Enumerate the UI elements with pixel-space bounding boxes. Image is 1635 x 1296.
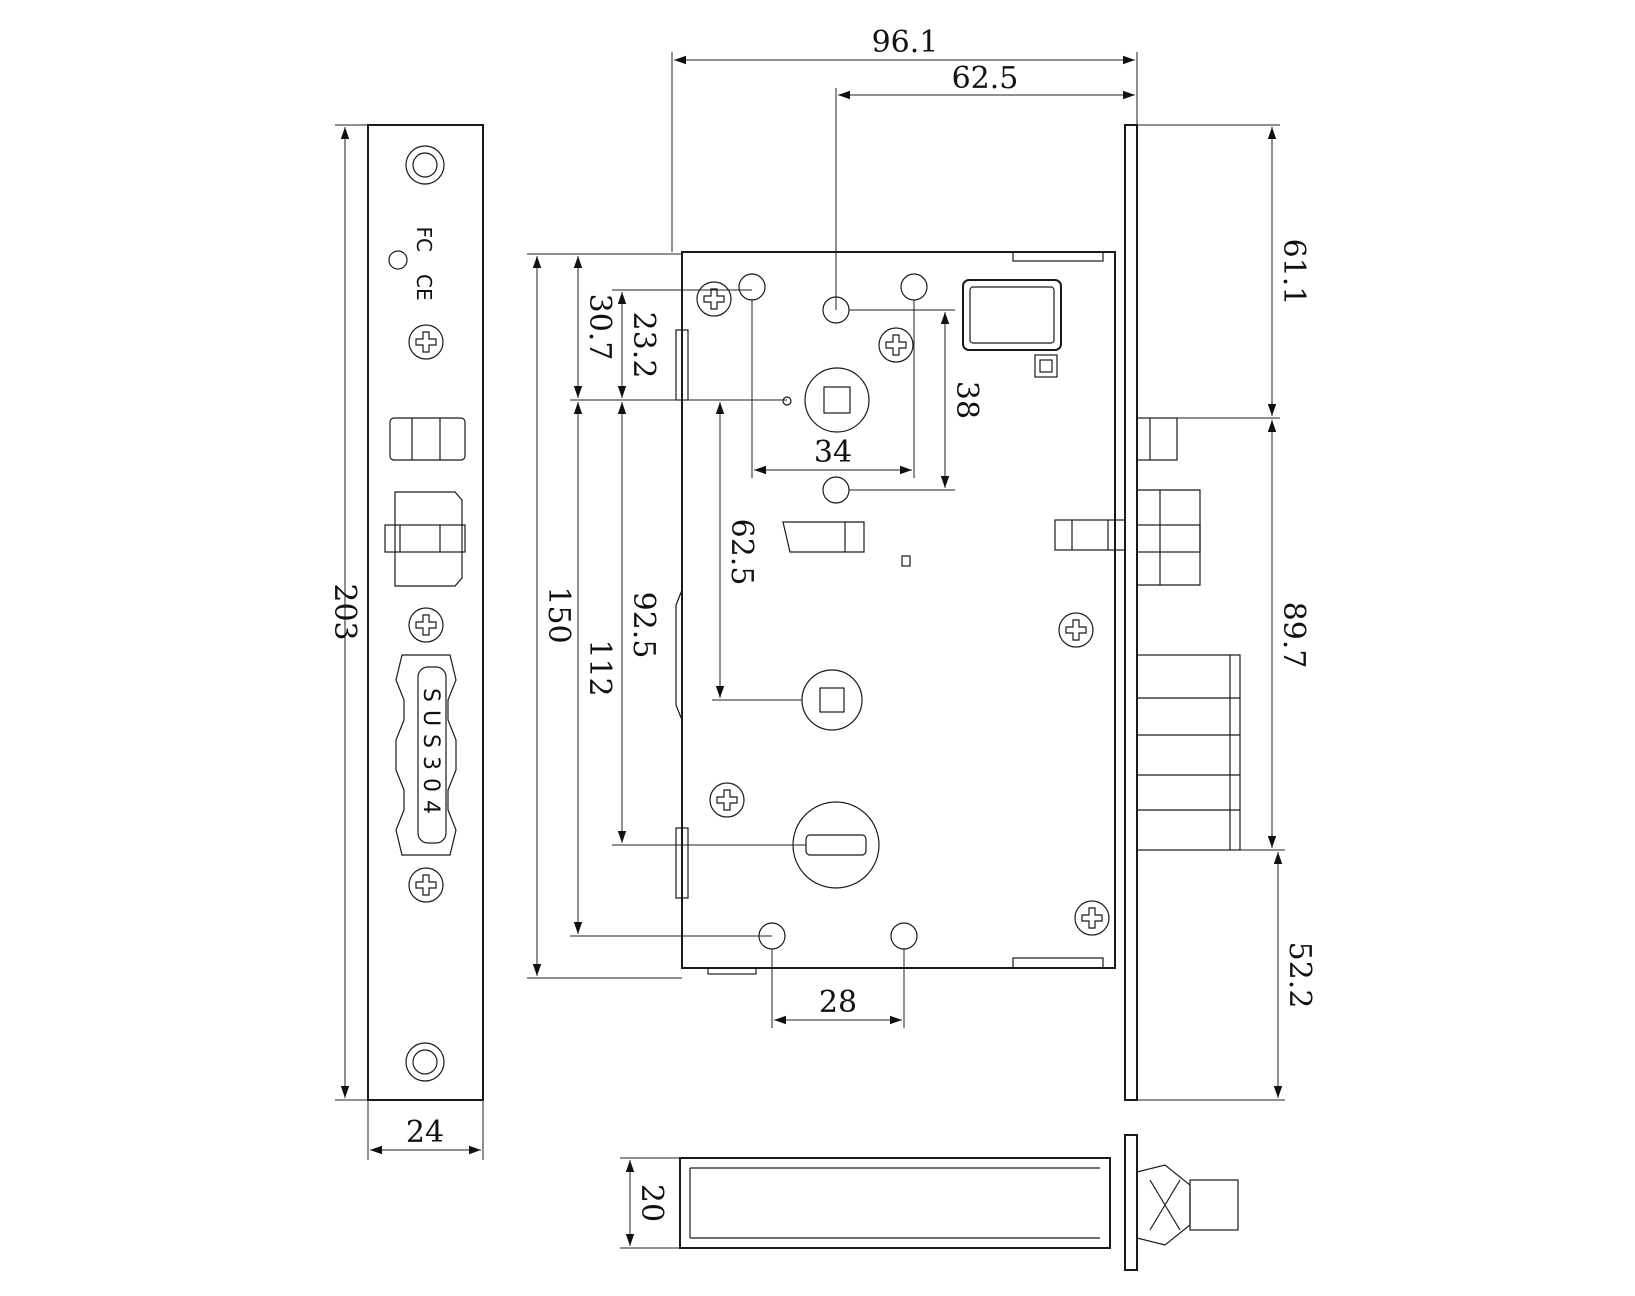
dim-spindle-hole-spacing: 34 — [814, 435, 852, 470]
latch-bolt — [394, 491, 463, 587]
body-screw-icon — [1058, 612, 1094, 648]
faceplate-bottom-hole-icon — [405, 1042, 445, 1082]
deadbolt-slot — [395, 654, 457, 856]
faceplate-screw-icon — [408, 867, 444, 903]
lock-bottom-view: 20 — [620, 1134, 1239, 1271]
material-marking: SUS304 — [418, 688, 443, 822]
dim-upper-hole-offset: 30.7 — [582, 294, 617, 361]
spindle-hub — [804, 367, 870, 433]
latch-bottom — [1136, 1164, 1191, 1246]
cert-marks: FC CE — [412, 227, 436, 301]
mount-hole — [822, 476, 850, 504]
dim-right-upper: 61.1 — [1276, 239, 1311, 306]
dim-lower-hole-offset: 112 — [582, 639, 617, 696]
dim-right-lower: 52.2 — [1282, 942, 1317, 1009]
sensor-box — [962, 279, 1062, 351]
fc-mark: FC — [412, 227, 436, 252]
body-screw-icon — [1074, 900, 1110, 936]
mount-hole — [900, 273, 928, 301]
dim-thumbturn-distance: 62.5 — [724, 519, 759, 586]
sensor-icon — [1034, 354, 1058, 378]
faceplate-screw-icon — [408, 324, 444, 360]
ce-mark: CE — [412, 274, 436, 301]
dim-right-middle: 89.7 — [1276, 602, 1311, 669]
faceplate-view: FC CE SUS304 203 24 — [327, 124, 484, 1160]
thumbturn-hub — [801, 669, 863, 731]
dim-top-width: 96.1 — [872, 25, 939, 60]
dim-faceplate-height: 203 — [327, 583, 362, 640]
dim-vertical-hole-spacing: 38 — [949, 381, 984, 419]
latch-bolt-side — [1136, 417, 1178, 461]
mount-hole — [890, 922, 918, 950]
mount-hole — [738, 273, 766, 301]
faceplate-screw-icon — [408, 607, 444, 643]
lock-front-plate — [1124, 124, 1138, 1101]
front-plate-bottom — [1124, 1134, 1138, 1271]
dim-bottom-hole-spacing: 28 — [819, 985, 857, 1020]
faceplate-outline — [367, 124, 484, 1101]
dim-case-thickness: 20 — [634, 1184, 669, 1222]
body-screw-icon — [696, 281, 732, 317]
dim-top-backset: 62.5 — [952, 61, 1019, 96]
body-screw-icon — [878, 327, 914, 363]
faceplate-top-hole-icon — [405, 145, 445, 185]
dim-faceplate-width: 24 — [406, 1115, 444, 1150]
latch-slot — [389, 417, 466, 461]
dim-case-height: 150 — [541, 586, 576, 643]
dim-upper-hole-offset-inner: 23.2 — [626, 312, 661, 379]
lock-case-outline — [681, 251, 1116, 969]
dim-cylinder-distance: 92.5 — [626, 592, 661, 659]
body-screw-icon — [709, 782, 745, 818]
recycle-mark-icon — [388, 250, 408, 270]
case-bottom-outline — [679, 1157, 1111, 1249]
lock-body-view: 96.1 62.5 61.1 89.7 52.2 150 30.7 — [527, 25, 1317, 1101]
deadbolt-side — [1136, 654, 1241, 851]
